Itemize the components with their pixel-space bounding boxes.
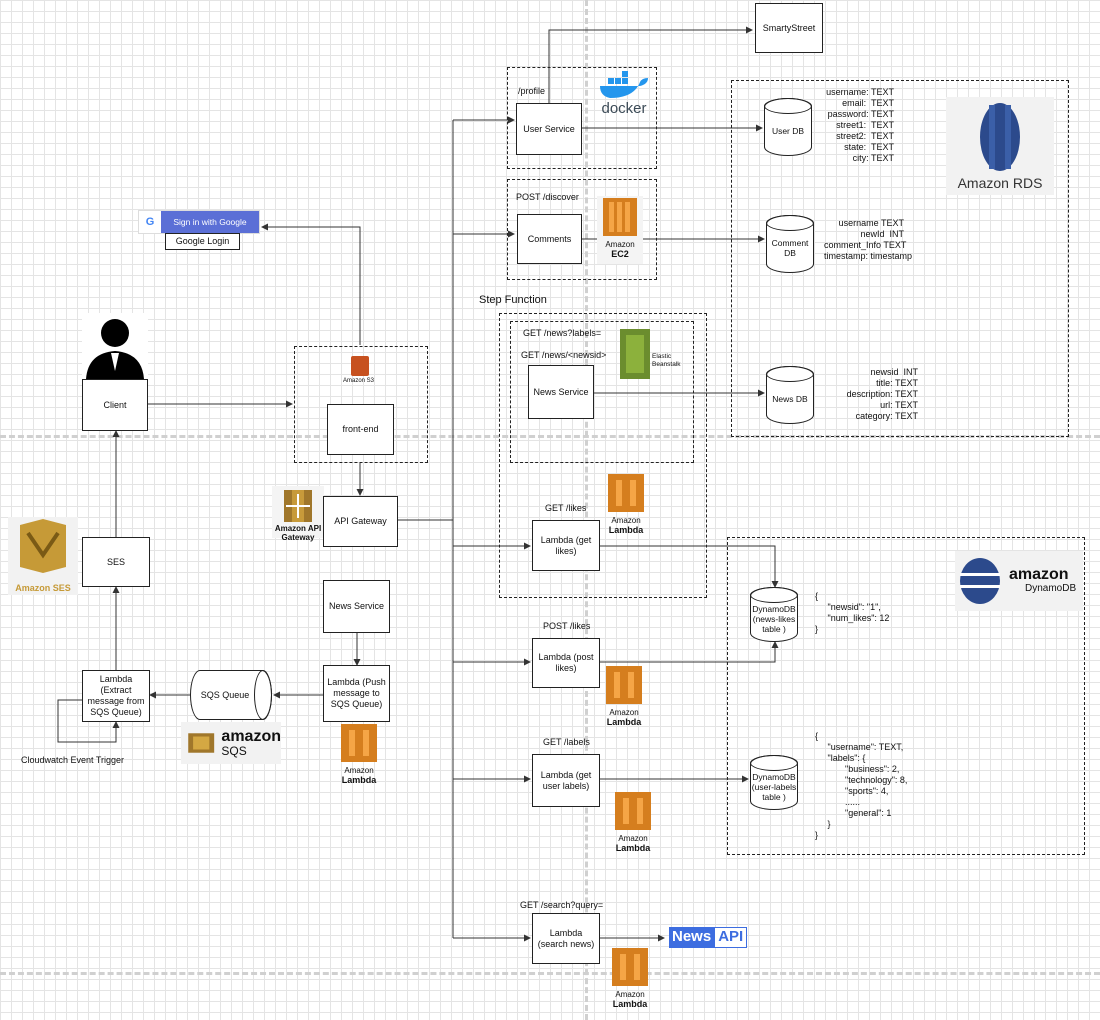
ec2-icon: Amazon EC2 — [597, 196, 643, 264]
step-function-group — [499, 313, 707, 598]
google-signin-button[interactable]: G Sign in with Google — [138, 210, 260, 234]
docker-logo-label: docker — [601, 100, 647, 117]
get-labels-route: GET /labels — [543, 737, 590, 747]
newsapi-logo: News API — [669, 927, 748, 948]
ses-icon: Amazon SES — [8, 517, 78, 595]
dynamodb-user-labels-label: DynamoDB (user-labels table ) — [751, 771, 797, 802]
frontend-box[interactable]: front-end — [327, 404, 394, 455]
divider-horizontal-bottom — [0, 972, 1100, 975]
dynamodb-user-labels-table[interactable]: DynamoDB (user-labels table ) — [750, 755, 798, 810]
lambda-logo-top: Amazon — [618, 834, 648, 843]
user-service-box[interactable]: User Service — [516, 103, 582, 155]
sqs-queue[interactable]: SQS Queue — [190, 670, 272, 720]
lambda-logo-top: Amazon — [611, 516, 641, 525]
docker-icon: docker — [596, 70, 652, 116]
sqs-logo-bottom: SQS — [221, 744, 247, 758]
news-likes-json: { "newsid": "1", "num_likes": 12 } — [815, 591, 890, 634]
lambda-logo-top: Amazon — [609, 708, 639, 717]
news-route-labels: GET /news?labels= — [523, 328, 602, 338]
s3-group — [294, 346, 428, 463]
user-db-schema: username: TEXT email: TEXT password: TEX… — [826, 87, 894, 163]
post-likes-route: POST /likes — [543, 621, 591, 631]
dynamodb-logo-top: amazon — [1009, 566, 1069, 583]
step-function-label: Step Function — [479, 294, 547, 306]
api-gateway-icon: Amazon API Gateway — [272, 486, 324, 542]
get-likes-route: GET /likes — [545, 503, 587, 513]
lambda-icon: Amazon Lambda — [337, 722, 381, 785]
sqs-logo: amazon SQS — [181, 722, 281, 764]
dynamo-group — [727, 537, 1085, 855]
lambda-logo-bottom: Lambda — [608, 525, 644, 535]
lambda-icon: Amazon Lambda — [604, 472, 648, 535]
lambda-get-likes-box[interactable]: Lambda (get likes) — [532, 520, 600, 571]
news-service-push-box[interactable]: News Service — [323, 580, 390, 633]
api-gateway-box[interactable]: API Gateway — [323, 496, 398, 547]
lambda-logo-bottom: Lambda — [615, 843, 651, 853]
ec2-logo-top: Amazon — [605, 240, 635, 249]
news-group — [510, 321, 694, 463]
user-labels-json: { "username": TEXT, "labels": { "busines… — [815, 731, 908, 840]
sqs-queue-label: SQS Queue — [200, 690, 250, 700]
sqs-queue-end — [254, 670, 272, 720]
comment-db-schema: username TEXT newId INT comment_Info TEX… — [824, 218, 913, 261]
search-route: GET /search?query= — [520, 900, 604, 910]
lambda-icon: Amazon Lambda — [608, 946, 652, 1009]
divider-horizontal-top — [0, 435, 1100, 438]
news-route-id: GET /news/<newsid> — [521, 350, 607, 360]
comment-db-label: Comment DB — [771, 238, 809, 258]
ec2-logo-bottom: EC2 — [611, 249, 629, 259]
ses-logo-label: Amazon SES — [15, 583, 71, 593]
news-db-label: News DB — [772, 394, 808, 404]
dynamodb-news-likes-table[interactable]: DynamoDB (news-likes table ) — [750, 587, 798, 642]
user-db[interactable]: User DB — [764, 98, 812, 156]
api-gateway-logo-label: Amazon API Gateway — [274, 524, 322, 542]
rds-group — [731, 80, 1069, 437]
client-box[interactable]: Client — [82, 379, 148, 431]
lambda-post-likes-box[interactable]: Lambda (post likes) — [532, 638, 600, 688]
dynamodb-logo-bottom: DynamoDB — [1025, 583, 1077, 594]
lambda-logo-bottom: Lambda — [606, 717, 642, 727]
news-db[interactable]: News DB — [766, 366, 814, 424]
lambda-extract-box[interactable]: Lambda (Extract message from SQS Queue) — [82, 670, 150, 722]
newsapi-left: News — [669, 927, 715, 948]
discover-group — [507, 179, 657, 280]
profile-route: /profile — [518, 86, 546, 96]
elastic-beanstalk-icon: Elastic Beanstalk — [618, 325, 688, 383]
user-db-label: User DB — [771, 126, 805, 136]
lambda-logo-bottom: Lambda — [612, 999, 648, 1009]
cloudwatch-label: Cloudwatch Event Trigger — [21, 755, 125, 765]
lambda-push-box[interactable]: Lambda (Push message to SQS Queue) — [323, 665, 390, 722]
google-login-caption: Google Login — [165, 233, 240, 250]
dynamodb-news-likes-label: DynamoDB (news-likes table ) — [752, 603, 796, 634]
discover-route: POST /discover — [516, 192, 579, 202]
google-icon: G — [139, 211, 161, 233]
news-service-box[interactable]: News Service — [528, 365, 594, 419]
lambda-icon: Amazon Lambda — [611, 790, 655, 853]
elastic-beanstalk-label: Elastic Beanstalk — [652, 353, 681, 368]
s3-label: Amazon S3 — [343, 378, 375, 384]
profile-group — [507, 67, 657, 169]
newsapi-right: API — [714, 927, 748, 948]
sqs-logo-top: amazon — [221, 728, 281, 745]
ses-box[interactable]: SES — [82, 537, 150, 587]
lambda-logo-bottom: Lambda — [341, 775, 377, 785]
smartystreet-box[interactable]: SmartyStreet — [755, 3, 823, 53]
lambda-search-box[interactable]: Lambda (search news) — [532, 913, 600, 964]
comments-box[interactable]: Comments — [517, 214, 582, 264]
google-signin-label: Sign in with Google — [161, 211, 259, 233]
divider-vertical — [585, 0, 588, 1020]
comment-db[interactable]: Comment DB — [766, 215, 814, 273]
lambda-get-labels-box[interactable]: Lambda (get user labels) — [532, 754, 600, 807]
dynamodb-logo: amazon DynamoDB — [955, 551, 1083, 611]
news-db-schema: newsid INT title: TEXT description: TEXT… — [846, 367, 918, 421]
lambda-logo-top: Amazon — [344, 766, 374, 775]
s3-icon — [351, 356, 369, 376]
user-avatar-icon — [82, 313, 148, 379]
rds-logo: Amazon RDS — [946, 97, 1054, 195]
lambda-logo-top: Amazon — [615, 990, 645, 999]
rds-logo-label: Amazon RDS — [957, 175, 1043, 191]
lambda-icon: Amazon Lambda — [602, 664, 646, 727]
